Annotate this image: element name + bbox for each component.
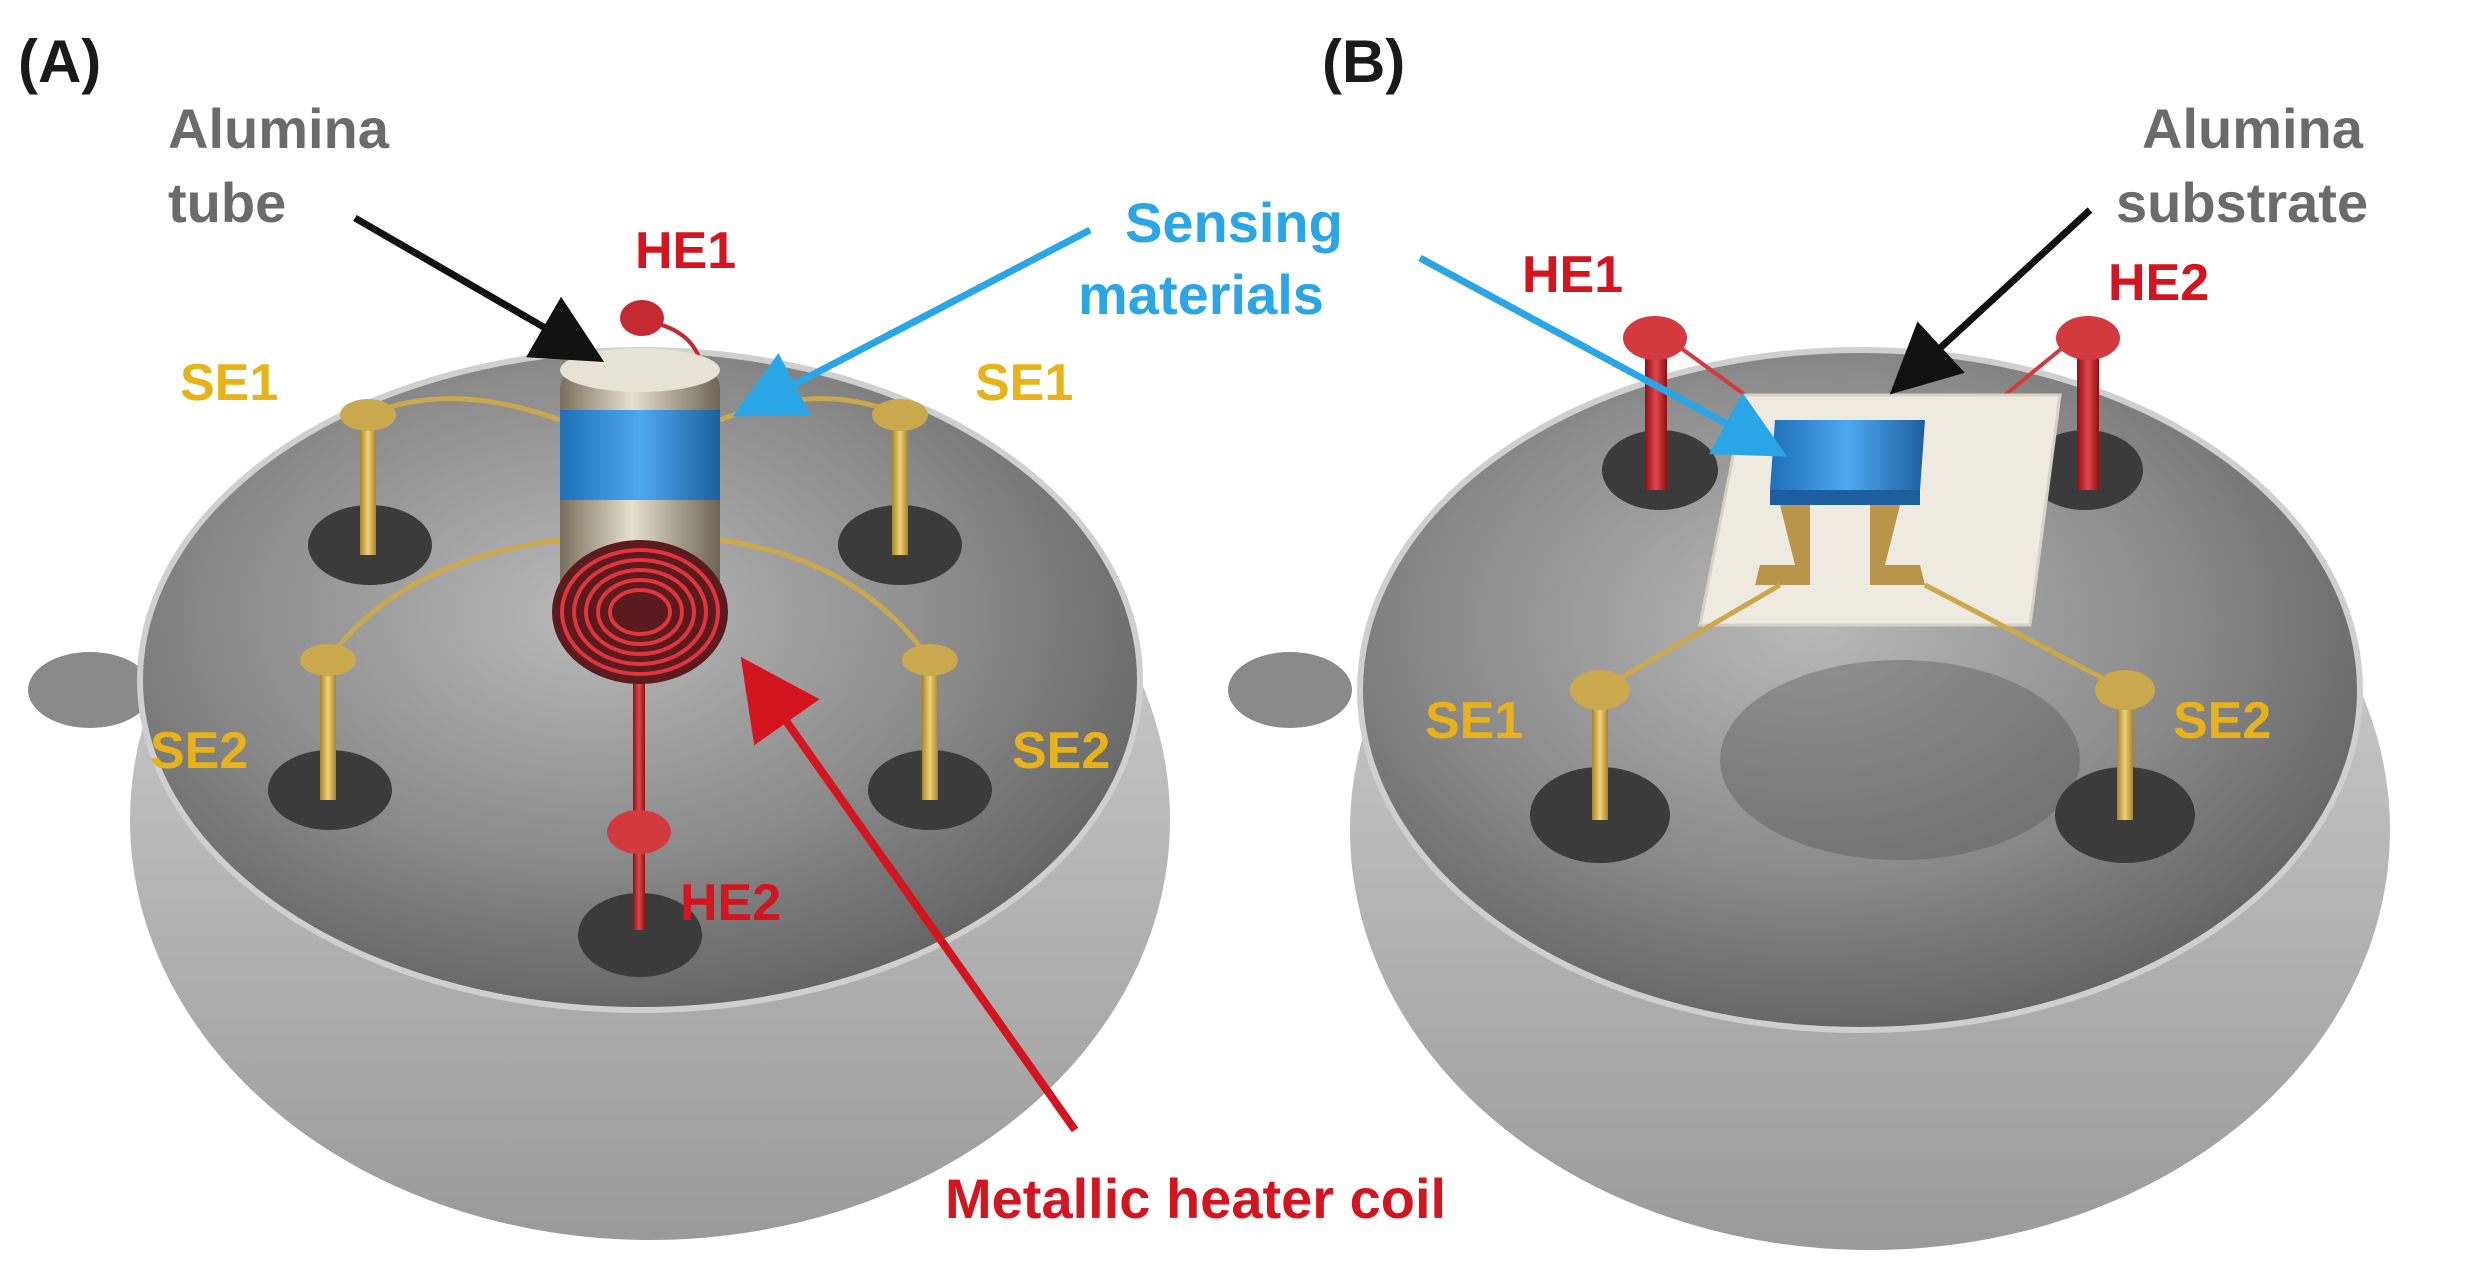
alumina-substrate-arrow <box>1889 207 2093 395</box>
sensing-layer-b <box>1770 420 1925 490</box>
se2-label-b: SE2 <box>2173 692 2271 750</box>
panel-b: (B) Alumina substrate HE1 HE2 SE1 SE2 <box>1228 28 2390 1250</box>
se1-label-a-right: SE1 <box>975 354 1073 412</box>
alumina-substrate <box>1698 393 2062 627</box>
alumina-tube-arrow <box>353 214 605 363</box>
sensing-materials-arrow-b <box>1418 254 1788 457</box>
electrode-wires-b <box>1570 582 2155 820</box>
panel-a: (A) Alumina tube HE1 SE1 SE1 SE2 SE2 HE2 <box>18 28 1170 1240</box>
sensing-materials-label-line2: materials <box>1078 263 1324 326</box>
sensing-materials-label-line1: Sensing <box>1125 191 1343 254</box>
metallic-heater-coil-label: Metallic heater coil <box>945 1167 1446 1230</box>
sensing-materials-arrow-a <box>732 226 1092 417</box>
he1-label-b: HE1 <box>1522 246 1623 304</box>
alumina-substrate-label-line1: Alumina <box>2142 97 2364 160</box>
panel-b-tag: (B) <box>1322 28 1405 95</box>
heater-coil <box>552 540 728 684</box>
se2-label-a-left: SE2 <box>150 722 248 780</box>
heater-coil-arrow <box>740 656 1079 1133</box>
he1-label-a: HE1 <box>635 222 736 280</box>
se1-label-b: SE1 <box>1425 692 1523 750</box>
alumina-substrate-label-line2: substrate <box>2116 171 2368 234</box>
he2-label-a: HE2 <box>680 874 781 932</box>
panel-a-tag: (A) <box>18 28 101 95</box>
se1-label-a-left: SE1 <box>180 354 278 412</box>
se2-label-a-right: SE2 <box>1012 722 1110 780</box>
sensing-layer-a <box>560 410 720 500</box>
alumina-tube-label-line2: tube <box>168 171 286 234</box>
alumina-tube-label-line1: Alumina <box>168 97 390 160</box>
he2-label-b: HE2 <box>2108 254 2209 312</box>
alumina-tube <box>552 348 728 684</box>
electrode-wires-a <box>300 396 958 800</box>
heater-pins-b <box>1623 316 2120 490</box>
